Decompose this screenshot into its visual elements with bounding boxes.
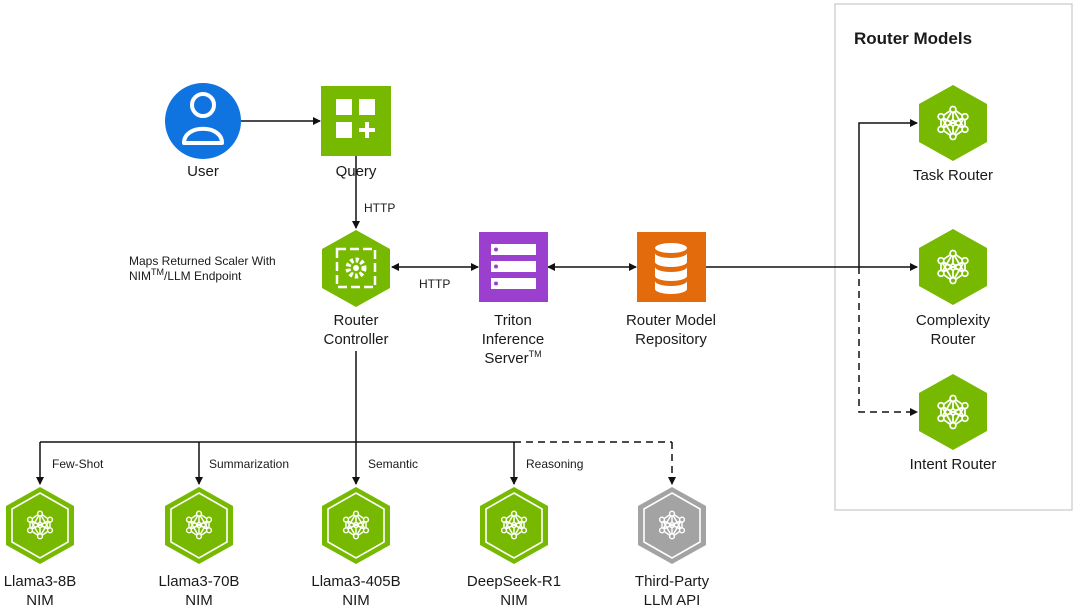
llama3-8b-nim-icon	[6, 487, 74, 564]
intent-router-icon	[919, 374, 987, 450]
router-controller-label-line2: Controller	[323, 331, 389, 348]
triton-label-server: Server	[484, 350, 529, 367]
llama3-405b-label-line2: NIM	[342, 592, 370, 609]
edge-label-semantic: Semantic	[368, 457, 419, 471]
llama3-8b-label-line1: Llama3-8B	[3, 573, 77, 590]
edge-label-reasoning: Reasoning	[526, 457, 584, 471]
router-controller-label: Router Controller	[296, 311, 416, 349]
complexity-router-icon	[919, 229, 987, 305]
maps-annotation-nim: NIM	[129, 269, 151, 283]
maps-annotation-rest: /LLM Endpoint	[164, 269, 242, 283]
intent-router-label: Intent Router	[909, 456, 997, 473]
edge-to-task-router	[858, 119, 918, 267]
maps-annotation-line2: NIMTM/LLM Endpoint	[129, 267, 276, 284]
third-party-label-line1: Third-Party	[634, 573, 710, 590]
llama3-70b-nim-icon	[165, 487, 233, 564]
router-models-title: Router Models	[854, 29, 973, 48]
third-party-llm-api-icon	[638, 487, 706, 564]
llama3-405b-nim-icon	[322, 487, 390, 564]
maps-annotation: Maps Returned Scaler With NIMTM/LLM Endp…	[129, 254, 276, 284]
deepseek-r1-label: DeepSeek-R1 NIM	[454, 572, 574, 610]
user-label: User	[187, 163, 219, 180]
llama3-70b-label: Llama3-70B NIM	[139, 572, 259, 610]
query-icon	[321, 86, 391, 156]
llama3-8b-label-line2: NIM	[26, 592, 54, 609]
task-router-label: Task Router	[912, 167, 994, 184]
triton-label-line2: Inference	[481, 331, 545, 348]
repository-label-line1: Router Model	[625, 312, 717, 329]
triton-label-line1: Triton	[494, 312, 532, 329]
edge-label-few-shot: Few-Shot	[52, 457, 104, 471]
deepseek-r1-nim-icon	[480, 487, 548, 564]
third-party-label-line2: LLM API	[643, 592, 701, 609]
task-router-icon	[919, 85, 987, 161]
deepseek-r1-label-line1: DeepSeek-R1	[466, 573, 562, 590]
complexity-router-label-line1: Complexity	[915, 312, 991, 329]
connectors	[36, 117, 918, 485]
database-icon	[637, 232, 706, 302]
repository-label-line2: Repository	[635, 331, 707, 348]
deepseek-r1-label-line2: NIM	[500, 592, 528, 609]
maps-annotation-line1: Maps Returned Scaler With	[129, 254, 276, 268]
complexity-router-label-line2: Router	[930, 331, 976, 348]
llama3-8b-label: Llama3-8B NIM	[0, 572, 100, 610]
llama3-405b-label: Llama3-405B NIM	[296, 572, 416, 610]
user-icon	[165, 83, 241, 159]
query-label: Query	[335, 163, 377, 180]
edge-label-summarization: Summarization	[209, 457, 290, 471]
triton-label-tm: TM	[528, 349, 542, 359]
triton-label: Triton Inference ServerTM	[453, 311, 573, 368]
llama3-70b-label-line2: NIM	[185, 592, 213, 609]
third-party-label: Third-Party LLM API	[612, 572, 732, 610]
router-controller-label-line1: Router	[333, 312, 379, 329]
triton-server-icon	[479, 232, 548, 302]
http-query-label: HTTP	[364, 201, 396, 215]
complexity-router-label: Complexity Router	[893, 311, 1013, 349]
router-controller-gear-icon	[322, 230, 390, 307]
edge-to-intent-router	[858, 267, 918, 416]
maps-annotation-tm: TM	[151, 267, 164, 277]
triton-label-line3: ServerTM	[453, 349, 573, 368]
repository-label: Router Model Repository	[611, 311, 731, 349]
llama3-405b-label-line1: Llama3-405B	[311, 573, 401, 590]
llama3-70b-label-line1: Llama3-70B	[158, 573, 240, 590]
http-triton-label: HTTP	[419, 277, 451, 291]
